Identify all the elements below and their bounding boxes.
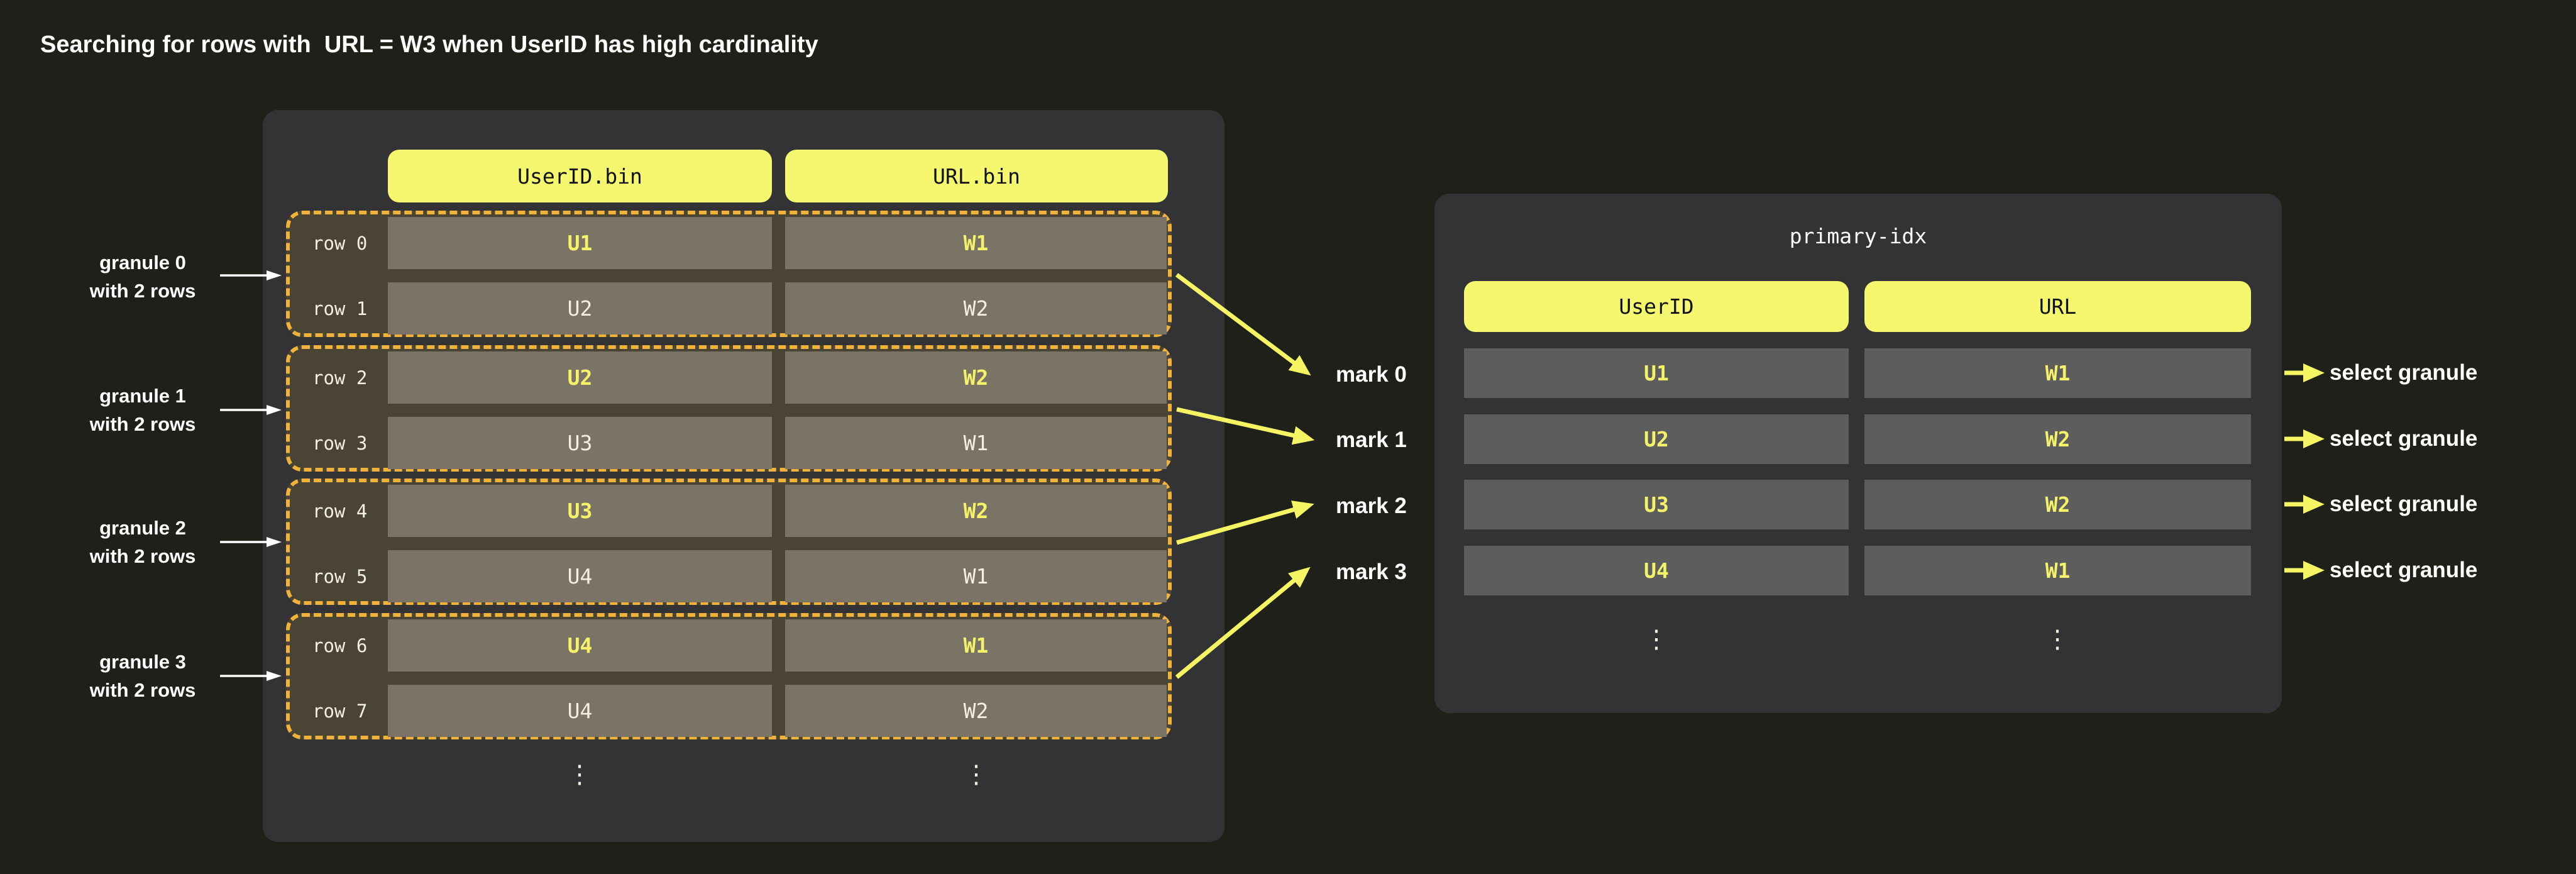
url-bin-header: URL.bin <box>785 150 1168 202</box>
url-cell: W1 <box>785 619 1167 672</box>
granule-2-label-line1: granule 2 <box>99 517 186 539</box>
userid-cell: U4 <box>388 550 772 602</box>
granule-0-label-line1: granule 0 <box>99 252 186 274</box>
primary-index-panel: primary-idx UserID URL U1 W1 U2 W2 U3 W2… <box>1434 194 2282 713</box>
index-url-cell: W1 <box>1864 546 2251 595</box>
row-label: row 2 <box>312 367 368 389</box>
index-userid-cell: U3 <box>1464 480 1849 529</box>
userid-cell: U4 <box>388 685 772 737</box>
granule-3-label-line1: granule 3 <box>99 651 186 673</box>
row-label: row 1 <box>312 297 368 319</box>
url-header: URL <box>1864 281 2251 332</box>
granule-0-label-line2: with 2 rows <box>89 280 196 302</box>
row-label: row 4 <box>312 500 368 522</box>
granule-box-3: row 6 U4 W1 row 7 U4 W2 <box>286 613 1172 739</box>
index-userid-ellipsis: ⋮ <box>1644 625 1669 654</box>
row-label: row 7 <box>312 700 368 722</box>
select-granule-label-2: select granule <box>2330 492 2478 516</box>
userid-header: UserID <box>1464 281 1849 332</box>
table-row: row 7 U4 W2 <box>290 685 1168 737</box>
index-url-cell: W2 <box>1864 480 2251 529</box>
granule-box-0: row 0 U1 W1 row 1 U2 W2 <box>286 211 1172 337</box>
table-row: row 5 U4 W1 <box>290 550 1168 602</box>
table-row: row 4 U3 W2 <box>290 485 1168 537</box>
url-cell: W2 <box>785 351 1167 404</box>
granule-3-label: granule 3 with 2 rows <box>36 648 250 704</box>
url-cell: W2 <box>785 685 1167 737</box>
select-granule-label-1: select granule <box>2330 426 2478 451</box>
userid-cell: U4 <box>388 619 772 672</box>
index-url-cell: W2 <box>1864 414 2251 464</box>
index-userid-cell: U1 <box>1464 348 1849 398</box>
index-userid-cell: U4 <box>1464 546 1849 595</box>
table-row: row 6 U4 W1 <box>290 619 1168 672</box>
table-row: row 3 U3 W1 <box>290 417 1168 469</box>
granule-0-label: granule 0 with 2 rows <box>36 248 250 305</box>
row-label: row 6 <box>312 634 368 656</box>
granule-1-label-line1: granule 1 <box>99 385 186 407</box>
granule-3-label-line2: with 2 rows <box>89 679 196 701</box>
mark-1-label: mark 1 <box>1336 428 1407 452</box>
userid-cell: U1 <box>388 217 772 269</box>
userid-cell: U2 <box>388 351 772 404</box>
userid-column-ellipsis: ⋮ <box>567 760 592 789</box>
url-cell: W2 <box>785 282 1167 335</box>
table-row: row 2 U2 W2 <box>290 351 1168 404</box>
granule-1-label-line2: with 2 rows <box>89 413 196 435</box>
row-label: row 5 <box>312 565 368 587</box>
primary-index-title: primary-idx <box>1789 224 1927 248</box>
granule-1-label: granule 1 with 2 rows <box>36 382 250 438</box>
index-url-ellipsis: ⋮ <box>2045 625 2070 654</box>
mark-0-label: mark 0 <box>1336 362 1407 387</box>
userid-cell: U3 <box>388 485 772 537</box>
mark-3-label: mark 3 <box>1336 560 1407 584</box>
table-row: row 1 U2 W2 <box>290 282 1168 335</box>
row-label: row 3 <box>312 432 368 454</box>
column-files-panel: UserID.bin URL.bin row 0 U1 W1 row 1 U2 … <box>263 110 1225 842</box>
index-url-cell: W1 <box>1864 348 2251 398</box>
granule-2-label: granule 2 with 2 rows <box>36 514 250 570</box>
userid-cell: U2 <box>388 282 772 335</box>
userid-bin-header: UserID.bin <box>388 150 772 202</box>
row-label: row 0 <box>312 232 368 254</box>
page-title: Searching for rows with URL = W3 when Us… <box>40 31 818 58</box>
url-cell: W2 <box>785 485 1167 537</box>
url-cell: W1 <box>785 417 1167 469</box>
index-userid-cell: U2 <box>1464 414 1849 464</box>
url-column-ellipsis: ⋮ <box>964 760 989 789</box>
granule-box-1: row 2 U2 W2 row 3 U3 W1 <box>286 345 1172 472</box>
select-granule-label-0: select granule <box>2330 360 2478 385</box>
url-cell: W1 <box>785 550 1167 602</box>
url-cell: W1 <box>785 217 1167 269</box>
userid-cell: U3 <box>388 417 772 469</box>
granule-2-label-line2: with 2 rows <box>89 545 196 567</box>
table-row: row 0 U1 W1 <box>290 217 1168 269</box>
select-granule-label-3: select granule <box>2330 558 2478 582</box>
granule-box-2: row 4 U3 W2 row 5 U4 W1 <box>286 478 1172 605</box>
mark-2-label: mark 2 <box>1336 494 1407 518</box>
